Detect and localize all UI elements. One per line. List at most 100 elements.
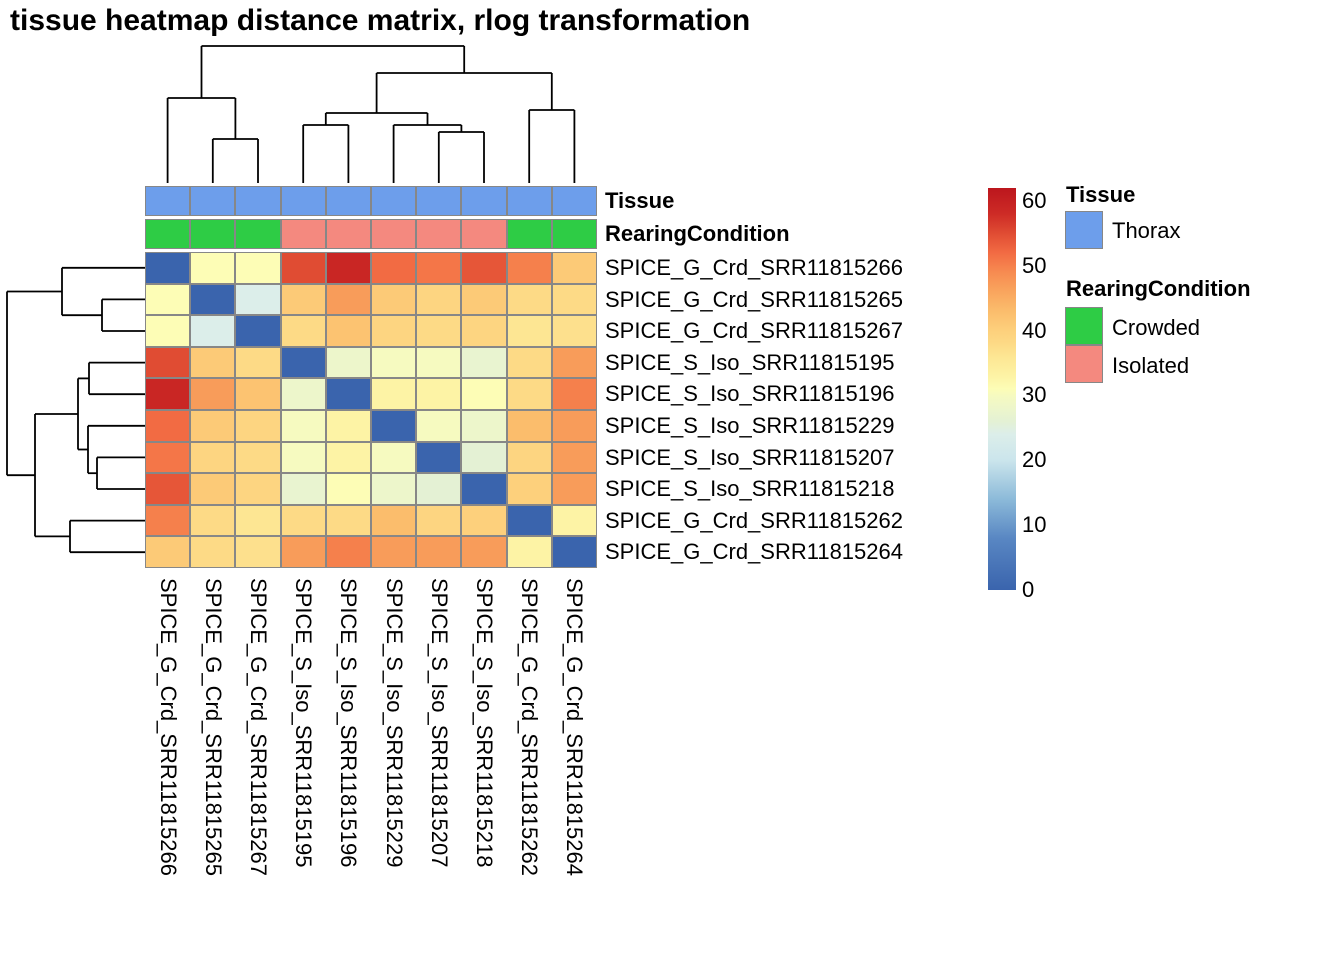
heatmap-cell xyxy=(145,536,191,568)
heatmap-cell xyxy=(461,504,507,537)
heatmap-cell xyxy=(145,378,191,410)
heatmap-cell xyxy=(280,346,326,379)
legend-isolated-label: Isolated xyxy=(1112,353,1190,378)
heatmap-cell xyxy=(190,473,236,505)
heatmap-cell xyxy=(551,346,597,379)
heatmap-cell xyxy=(325,536,371,568)
heatmap-cell xyxy=(416,346,462,379)
row-label: SPICE_S_Iso_SRR11815229 xyxy=(605,413,895,438)
heatmap-cell xyxy=(145,410,191,442)
heatmap-cell xyxy=(416,441,462,474)
heatmap-cell xyxy=(461,346,507,379)
tissue-annotation-cell xyxy=(371,186,417,216)
colorbar xyxy=(988,188,1016,590)
tissue-annotation-cell xyxy=(416,186,462,216)
heatmap-cell xyxy=(551,441,597,474)
rearing-annotation-cell xyxy=(416,219,462,249)
tissue-annotation-cell xyxy=(280,186,326,216)
heatmap-cell xyxy=(190,536,236,568)
heatmap-cell xyxy=(416,378,462,410)
heatmap-cell xyxy=(325,504,371,537)
heatmap-cell xyxy=(235,536,281,568)
column-label: SPICE_S_Iso_SRR11815218 xyxy=(472,578,497,868)
rearing-annotation-cell xyxy=(190,219,236,249)
heatmap-cell xyxy=(235,473,281,505)
tissue-annotation-cell xyxy=(461,186,507,216)
plot-title: tissue heatmap distance matrix, rlog tra… xyxy=(10,4,751,37)
heatmap-cell xyxy=(235,504,281,537)
row-label: SPICE_G_Crd_SRR11815264 xyxy=(605,539,903,565)
legend-thorax-swatch xyxy=(1065,211,1103,249)
heatmap-cell xyxy=(416,536,462,568)
column-label: SPICE_G_Crd_SRR11815266 xyxy=(155,578,181,876)
colorbar-tick-label: 60 xyxy=(1022,187,1047,213)
heatmap-cell xyxy=(551,410,597,442)
heatmap-cell xyxy=(325,252,371,284)
heatmap-cell xyxy=(325,410,371,442)
rearing-annotation-cell xyxy=(551,219,597,249)
row-label: SPICE_G_Crd_SRR11815266 xyxy=(605,255,903,280)
heatmap-cell xyxy=(280,378,326,410)
heatmap-cell xyxy=(461,410,507,442)
rearing-annotation-cell xyxy=(371,219,417,249)
heatmap-cell xyxy=(551,283,597,316)
legend-crowded-label: Crowded xyxy=(1112,315,1201,340)
tissue-annotation-cell xyxy=(551,186,597,216)
heatmap-cell xyxy=(325,346,371,379)
heatmap-cell xyxy=(461,378,507,410)
heatmap-cell xyxy=(371,410,417,442)
heatmap-cell xyxy=(145,441,191,474)
heatmap-cell xyxy=(416,473,462,505)
heatmap-cell xyxy=(416,283,462,316)
heatmap-cell xyxy=(235,283,281,316)
row-label: SPICE_G_Crd_SRR11815265 xyxy=(605,286,903,312)
heatmap-cell xyxy=(371,441,417,474)
heatmap-cell xyxy=(325,283,371,316)
colorbar-tick-label: 50 xyxy=(1022,252,1047,278)
tissue-annotation-cell xyxy=(506,186,552,216)
heatmap-cell xyxy=(371,315,417,347)
heatmap-cell xyxy=(235,252,281,284)
heatmap-cell xyxy=(506,252,552,284)
heatmap-cell xyxy=(145,283,191,316)
heatmap-cell xyxy=(551,536,597,568)
heatmap-cell xyxy=(551,504,597,537)
heatmap-cell xyxy=(416,504,462,537)
heatmap-cell xyxy=(506,346,552,379)
heatmap-cell xyxy=(506,473,552,505)
heatmap-cell xyxy=(416,252,462,284)
legend-thorax-label: Thorax xyxy=(1112,218,1181,243)
heatmap-cell xyxy=(506,315,552,347)
heatmap-cell xyxy=(461,252,507,284)
heatmap-cell xyxy=(190,378,236,410)
heatmap-cell xyxy=(506,441,552,474)
heatmap-cell xyxy=(506,410,552,442)
heatmap-cell xyxy=(190,410,236,442)
heatmap-cell xyxy=(325,378,371,410)
heatmap-cell xyxy=(190,252,236,284)
heatmap-cell xyxy=(280,283,326,316)
heatmap-cell xyxy=(145,252,191,284)
heatmap-cell xyxy=(371,346,417,379)
heatmap-cell xyxy=(190,283,236,316)
heatmap-cell xyxy=(280,410,326,442)
heatmap-cell xyxy=(235,346,281,379)
rearing-annotation-cell xyxy=(280,219,326,249)
heatmap-cell xyxy=(551,252,597,284)
heatmap-cell xyxy=(371,378,417,410)
heatmap-cell xyxy=(325,441,371,474)
heatmap-cell xyxy=(235,410,281,442)
heatmap-cell xyxy=(371,536,417,568)
heatmap-cell xyxy=(506,504,552,537)
column-label: SPICE_S_Iso_SRR11815196 xyxy=(336,578,362,868)
row-label: SPICE_S_Iso_SRR11815196 xyxy=(605,381,895,407)
column-label: SPICE_S_Iso_SRR11815207 xyxy=(426,578,452,868)
column-label: SPICE_S_Iso_SRR11815229 xyxy=(381,578,407,868)
heatmap-cell xyxy=(280,252,326,284)
heatmap-cell xyxy=(461,283,507,316)
heatmap-cell xyxy=(235,441,281,474)
heatmap-cell xyxy=(506,536,552,568)
heatmap-cell xyxy=(190,315,236,347)
